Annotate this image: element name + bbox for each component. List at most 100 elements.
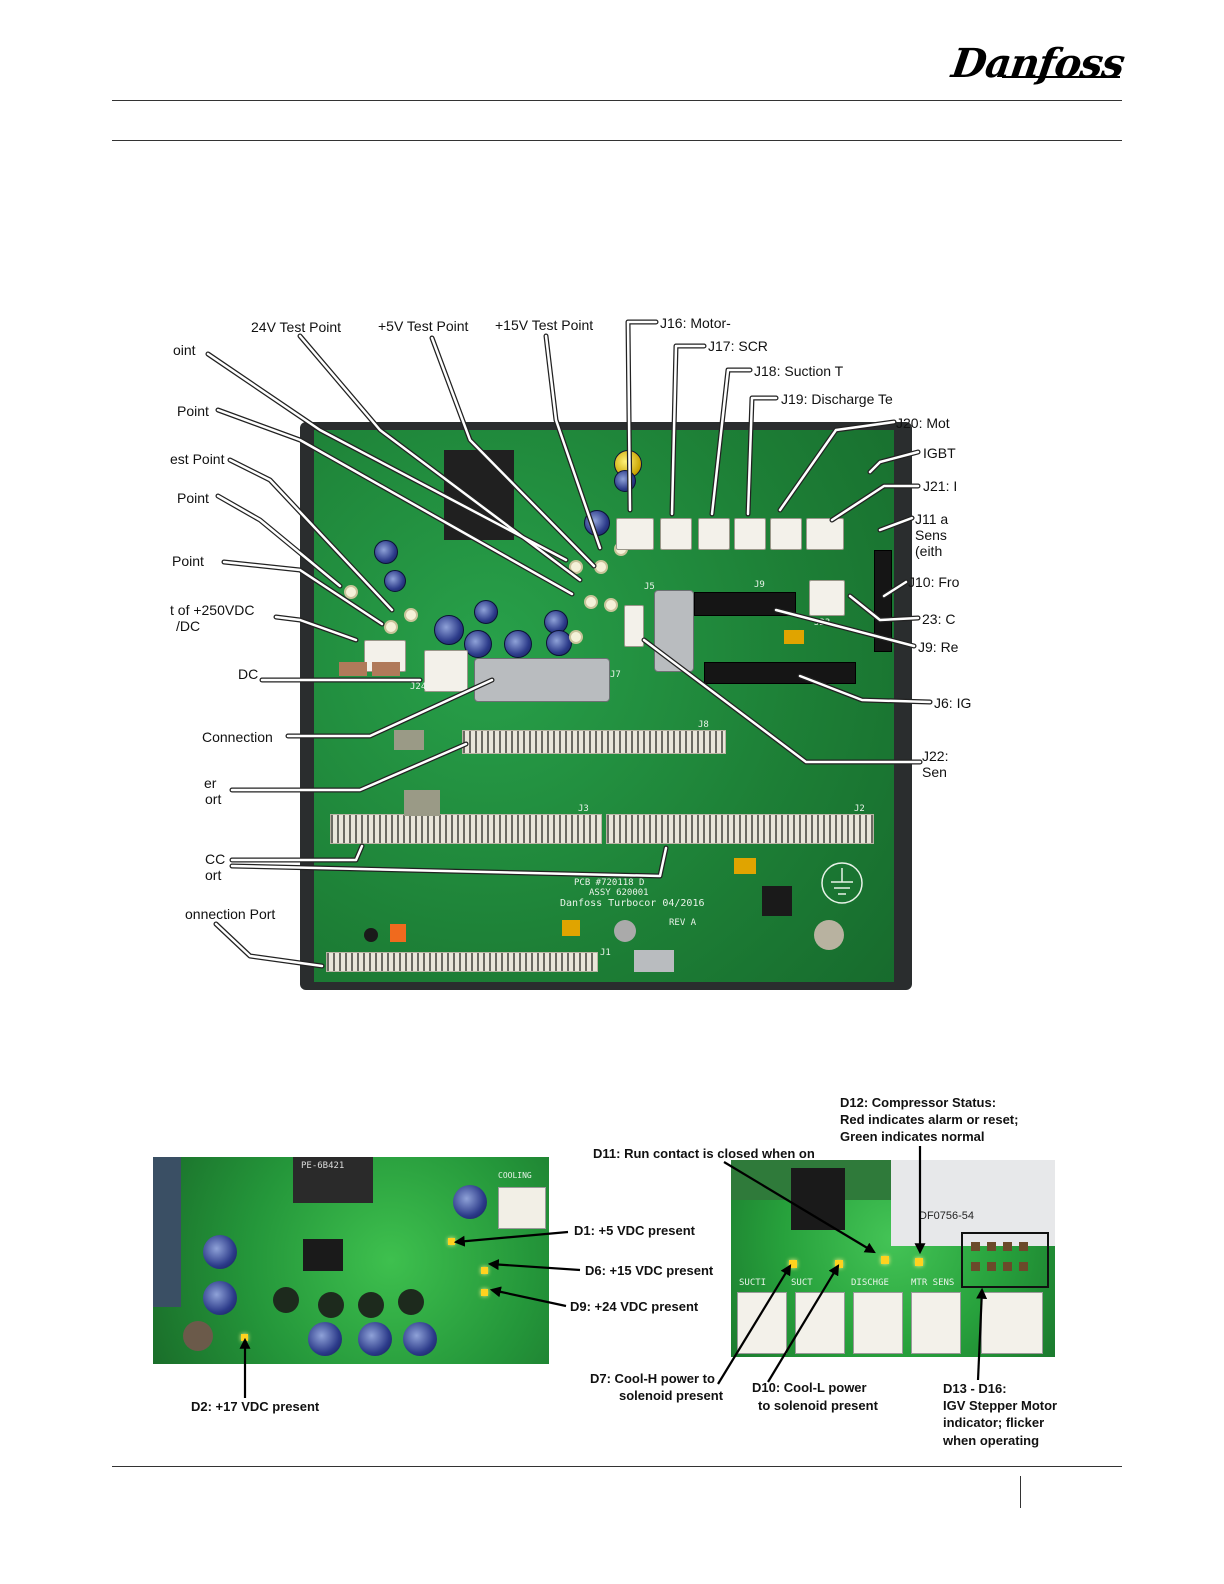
- label-j18: J18: Suction T: [754, 363, 844, 379]
- inductor: [358, 1292, 384, 1318]
- connector: [795, 1292, 845, 1354]
- label-5v-test-point: +5V Test Point: [378, 318, 469, 334]
- page-number-divider: [1020, 1476, 1021, 1508]
- test-point: [569, 630, 583, 644]
- connector: [911, 1292, 961, 1354]
- bracket: [634, 950, 674, 972]
- tantalum-cap: [734, 858, 756, 874]
- label-d12: D12: Compressor Status:: [840, 1095, 997, 1110]
- screw: [614, 920, 636, 942]
- test-point: [604, 598, 618, 612]
- connector-j24: [424, 650, 468, 692]
- connector: [981, 1292, 1043, 1354]
- capacitor: [374, 540, 398, 564]
- label-test-point: est Point: [170, 451, 225, 467]
- label-ort: ort: [205, 867, 222, 883]
- label-cc: CC: [205, 851, 226, 867]
- capacitor: [434, 615, 464, 645]
- connector-j19: [734, 518, 766, 550]
- connector: [737, 1292, 787, 1354]
- label-j22: J22:: [922, 748, 949, 764]
- label-d13-line4: when operating: [943, 1433, 1040, 1448]
- mounting-hole: [364, 928, 378, 942]
- led: [1003, 1262, 1012, 1271]
- test-point: [384, 620, 398, 634]
- silk-j1: J1: [600, 948, 611, 958]
- label-ort: ort: [205, 791, 222, 807]
- capacitor: [464, 630, 492, 658]
- igv-led-box: [961, 1232, 1049, 1288]
- ground-symbol-icon: [821, 862, 863, 904]
- label-point: Point: [172, 553, 204, 569]
- label-j20: J20: Mot: [896, 415, 950, 431]
- silk-j7: J7: [610, 670, 621, 680]
- connector-label: MTR SENS: [911, 1278, 955, 1288]
- label-250vdc: t of +250VDC: [170, 602, 255, 618]
- led-d6: [481, 1267, 488, 1274]
- label-er: er: [204, 775, 217, 791]
- capacitor: [403, 1322, 437, 1356]
- inductor: [398, 1289, 424, 1315]
- connector-j21: [806, 518, 844, 550]
- led-d10: [835, 1260, 843, 1268]
- connector-j17: [660, 518, 692, 550]
- label-d11: D11: Run contact is closed when on: [593, 1146, 815, 1161]
- label-j17: J17: SCR: [708, 338, 768, 354]
- test-point: [404, 608, 418, 622]
- silk-assy: ASSY 620001: [589, 888, 649, 898]
- connector-j2: [606, 814, 874, 844]
- label-d13-line2: IGV Stepper Motor: [943, 1398, 1058, 1413]
- silk-manufacturer: Danfoss Turbocor 04/2016: [560, 898, 705, 909]
- connector: [853, 1292, 903, 1354]
- header-rule-bottom: [112, 140, 1122, 141]
- capacitor: [474, 600, 498, 624]
- connector-j20: [770, 518, 802, 550]
- logo-underline: [1002, 76, 1120, 78]
- label-d9: D9: +24 VDC present: [570, 1299, 699, 1314]
- serial-port-j5: [654, 590, 694, 672]
- label-j21: J21: I: [923, 478, 958, 494]
- label-24v-test-point: 24V Test Point: [251, 319, 342, 335]
- relay-label: PE-6B421: [301, 1161, 345, 1171]
- label-sens: Sens: [915, 527, 947, 543]
- label-d2: D2: +17 VDC present: [191, 1399, 320, 1414]
- connector-j7: [474, 658, 610, 702]
- silk-j5: J5: [644, 582, 655, 592]
- led-photo-right: DF0756-54 SUCTI SUCT DISCHGE MTR SENS: [731, 1160, 1055, 1357]
- led: [1019, 1262, 1028, 1271]
- status-sticker: [390, 924, 406, 942]
- led-d15: [1003, 1242, 1012, 1251]
- label-d13-line3: indicator; flicker: [943, 1415, 1045, 1430]
- label-test-point-partial: oint: [173, 342, 196, 358]
- silk-pcb-number: PCB #720118 D: [574, 878, 645, 888]
- tantalum-cap: [784, 630, 804, 644]
- label-d12-line2: Red indicates alarm or reset;: [840, 1112, 1019, 1127]
- connector-j22: [624, 605, 644, 647]
- board-annotation-lines: [205, 319, 933, 969]
- inductor: [318, 1292, 344, 1318]
- connector-j23: [809, 580, 845, 616]
- sticker-text: DF0756-54: [919, 1210, 975, 1222]
- label-dc: DC: [238, 666, 259, 682]
- label-dc-slash: /DC: [176, 618, 201, 634]
- capacitor: [546, 630, 572, 656]
- silk-rev: REV A: [669, 918, 697, 928]
- label-j10: J10: Fro: [908, 574, 960, 590]
- label-point: Point: [177, 490, 209, 506]
- label-sticker: DF0756-54: [891, 1160, 1055, 1246]
- label-d10-line2: to solenoid present: [758, 1398, 878, 1413]
- label-sen: Sen: [922, 764, 947, 780]
- header-rule-top: [112, 100, 1122, 101]
- label-d13-d16: D13 - D16:: [943, 1381, 1007, 1396]
- heatsink: [153, 1157, 181, 1307]
- label-15v-test-point: +15V Test Point: [495, 317, 594, 333]
- test-point: [584, 595, 598, 609]
- led-d12: [915, 1258, 923, 1266]
- capacitor: [384, 570, 406, 592]
- led-d2: [241, 1334, 248, 1341]
- silk-j24: J24: [410, 682, 427, 692]
- relay-chip: [791, 1168, 845, 1230]
- label-connection: Connection: [202, 729, 273, 745]
- connector-j8: [462, 730, 726, 754]
- capacitor: [358, 1322, 392, 1356]
